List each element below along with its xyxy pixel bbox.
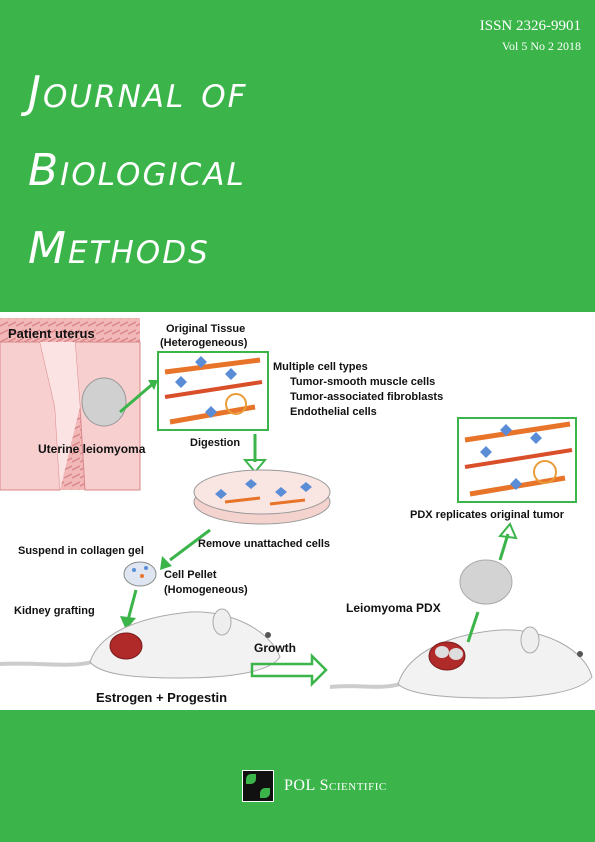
label-digestion: Digestion [190,437,240,449]
issn-number: ISSN 2326-9901 [479,18,581,34]
label-pdx-replicates: PDX replicates original tumor [410,509,565,521]
uterus-illustration [0,318,141,491]
petri-dish [193,469,331,525]
label-original-tissue: Original Tissue [166,323,245,335]
label-cell-type-2: Tumor-associated fibroblasts [290,391,443,403]
arrow-to-tissue [119,380,156,414]
mouse-right [329,626,593,699]
label-uterine-leiomyoma: Uterine leiomyoma [38,442,146,456]
mouse-left [0,608,281,679]
label-kidney-grafting: Kidney grafting [14,605,95,617]
publisher-footer: POL Scientific [242,770,387,802]
label-suspend: Suspend in collagen gel [18,545,144,557]
cell-pellet [123,561,157,587]
label-hormones: Estrogen + Progestin [96,690,227,705]
issn-block: ISSN 2326-9901 Vol 5 No 2 2018 [480,16,581,56]
label-patient-uterus: Patient uterus [8,326,95,341]
label-cell-type-3: Endothelial cells [290,406,377,418]
journal-title: Journal of Biological Methods [28,54,248,288]
label-heterogeneous: (Heterogeneous) [160,337,248,349]
figure-illustration: Patient uterus Uterine leiomyoma Origina… [0,318,593,705]
cover-figure: Patient uterus Uterine leiomyoma Origina… [0,312,595,710]
arrow-to-pdx [466,611,480,643]
volume-issue: Vol 5 No 2 2018 [501,39,581,53]
label-cell-type-1: Tumor-smooth muscle cells [290,376,435,388]
arrow-to-replica [498,533,510,561]
label-cell-pellet: Cell Pellet [164,569,217,581]
arrow-growth [250,652,328,688]
tissue-box-original [157,351,269,431]
publisher-name: POL Scientific [284,777,387,794]
tissue-box-replica [457,417,577,503]
label-multiple-cell-types: Multiple cell types [273,361,368,373]
publisher-logo-icon [242,770,274,802]
label-growth: Growth [254,641,296,655]
title-line-1: Journal of [28,67,248,118]
arrow-to-pellet [169,528,211,562]
title-line-2: Biological [28,145,246,196]
label-homogeneous: (Homogeneous) [164,584,248,596]
label-leiomyoma-pdx: Leiomyoma PDX [346,601,441,615]
pdx-tumor [459,559,513,605]
title-line-3: Methods [28,223,210,274]
label-remove-unattached: Remove unattached cells [198,538,330,550]
arrow-to-kidney [126,589,138,621]
